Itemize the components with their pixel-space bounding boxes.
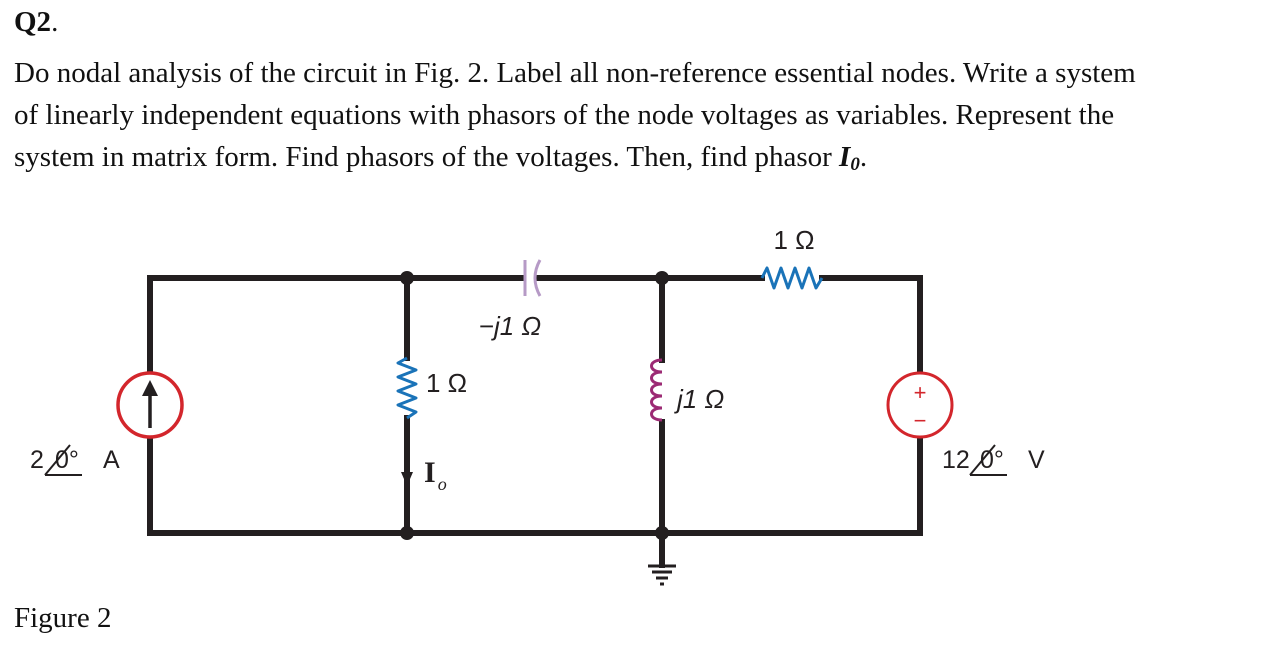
current-source-angle: 0° bbox=[55, 446, 79, 474]
inductor bbox=[650, 358, 663, 422]
plus-sign: + bbox=[914, 380, 927, 405]
ground-symbol bbox=[648, 564, 676, 586]
capacitor bbox=[523, 259, 542, 297]
voltage-source-angle: 0° bbox=[980, 446, 1004, 474]
angle-icon-2 bbox=[969, 444, 996, 476]
current-io-letter: I bbox=[424, 456, 436, 489]
node-bottom-inductor bbox=[655, 526, 669, 540]
current-source-label: 2 0° A bbox=[30, 444, 120, 476]
current-source bbox=[116, 371, 184, 439]
resistor-top-label: 1 Ω bbox=[773, 225, 814, 255]
circuit-wires bbox=[147, 275, 923, 568]
question-line-3-text: system in matrix form. Find phasors of t… bbox=[14, 141, 840, 173]
circuit-nodes bbox=[400, 271, 669, 540]
current-arrow-down-icon bbox=[401, 472, 413, 486]
node-bottom-middle bbox=[400, 526, 414, 540]
question-body: Do nodal analysis of the circuit in Fig.… bbox=[14, 52, 1269, 186]
minus-sign: − bbox=[914, 408, 927, 433]
node-top-inductor bbox=[655, 271, 669, 285]
voltage-source-value: 12 bbox=[942, 446, 970, 474]
question-number-bold: Q2 bbox=[14, 6, 52, 38]
question-number: Q2. bbox=[14, 4, 58, 40]
voltage-source-label: 12 0° V bbox=[942, 444, 1045, 476]
angle-icon bbox=[44, 444, 71, 476]
question-number-suffix: . bbox=[51, 6, 59, 38]
phasor-io-symbol: I0 bbox=[839, 141, 860, 175]
phasor-io-letter: I bbox=[839, 141, 851, 173]
question-line-3: system in matrix form. Find phasors of t… bbox=[14, 136, 1269, 186]
resistor-middle-label: 1 Ω bbox=[426, 368, 467, 398]
question-line-1: Do nodal analysis of the circuit in Fig.… bbox=[14, 57, 1136, 89]
voltage-source: + − bbox=[886, 371, 954, 439]
current-io-subscript: o bbox=[438, 474, 447, 494]
arrow-up-icon bbox=[142, 380, 158, 396]
question-final-punct: . bbox=[859, 141, 868, 173]
phasor-io-subscript: 0 bbox=[850, 154, 860, 175]
question-line-2: of linearly independent equations with p… bbox=[14, 99, 1115, 131]
current-source-unit: A bbox=[103, 446, 120, 474]
node-top-middle bbox=[400, 271, 414, 285]
inductor-label: j1 Ω bbox=[674, 384, 724, 414]
voltage-source-unit: V bbox=[1028, 446, 1045, 474]
figure-caption: Figure 2 bbox=[14, 602, 112, 634]
resistor-middle bbox=[396, 356, 418, 420]
current-source-value: 2 bbox=[30, 446, 44, 474]
resistor-top bbox=[760, 266, 824, 290]
capacitor-label: −j1 Ω bbox=[479, 311, 541, 341]
